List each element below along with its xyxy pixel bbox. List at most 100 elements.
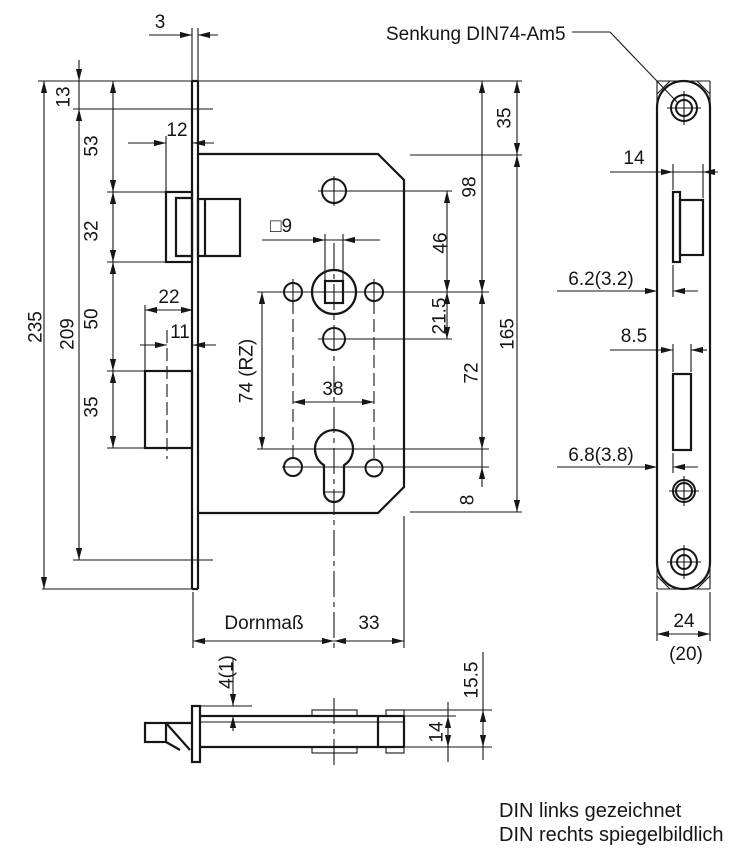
arrowhead	[645, 463, 657, 471]
arrowhead	[513, 155, 521, 167]
countersunk-screw-hole-bottom	[667, 545, 701, 579]
dimension-arrowheads	[40, 31, 715, 747]
dim-bolt-slot-offset: 6.8(3.8)	[568, 445, 633, 466]
arrowhead	[40, 81, 48, 93]
dimension-labels: 3 12 13 53 32 50 35 235 209 22 11 □9 38 …	[26, 12, 724, 846]
arrowhead	[109, 436, 117, 448]
dim-overall-thickness: 15.5	[462, 662, 483, 699]
dim-bolt-height: 35	[82, 396, 103, 417]
dim-cylinder-to-case-edge: 33	[358, 613, 379, 634]
dim-backset-label: Dornmaß	[224, 613, 303, 634]
dim-top-to-latch: 53	[82, 135, 103, 156]
front-view-lock-case	[143, 79, 406, 591]
dim-bolt-width: 22	[158, 287, 179, 308]
dim-latch-offset: 6.2(3.2)	[568, 269, 633, 290]
arrowhead	[343, 236, 355, 244]
dim-bolt-pin-offset: 11	[170, 322, 190, 343]
arrowhead	[258, 437, 266, 449]
dim-follower-to-cylinder: 72	[462, 362, 483, 383]
dim-faceplate-width-alt: (20)	[669, 644, 703, 665]
dim-top-to-screw: 13	[54, 86, 75, 107]
arrowhead	[145, 306, 157, 314]
dim-cylinder-to-side-holes: 8	[458, 495, 479, 506]
arrowhead	[322, 637, 334, 645]
arrowhead	[673, 287, 685, 295]
arrowhead	[193, 139, 205, 147]
arrowhead	[645, 287, 657, 295]
arrowhead	[478, 292, 486, 304]
dim-faceplate-to-case: 4(1)	[217, 655, 238, 689]
arrowhead	[40, 577, 48, 589]
arrowhead	[703, 168, 715, 176]
arrowhead	[513, 143, 521, 155]
arrowhead	[75, 548, 83, 560]
arrowhead	[109, 359, 117, 371]
arrowhead	[155, 341, 167, 349]
arrowhead	[181, 306, 193, 314]
arrowhead	[444, 735, 452, 747]
arrowhead	[478, 280, 486, 292]
arrowhead	[109, 192, 117, 204]
arrowhead	[229, 716, 237, 728]
dim-bolt-slot-width: 8.5	[621, 326, 647, 347]
dim-top-to-follower: 98	[460, 176, 481, 197]
arrowhead	[478, 437, 486, 449]
arrowhead	[657, 630, 669, 638]
dim-distance-rz: 74 (RZ)	[237, 339, 258, 403]
side-view-faceplate	[655, 79, 712, 591]
dim-faceplate-length: 235	[26, 311, 47, 343]
arrowhead	[479, 735, 487, 747]
arrowhead	[661, 168, 673, 176]
arrowhead	[443, 292, 451, 304]
dim-latch-protrusion: 12	[166, 120, 187, 141]
arrowhead	[513, 500, 521, 512]
arrowhead	[443, 280, 451, 292]
arrowhead	[478, 81, 486, 93]
arrowhead	[229, 694, 237, 706]
cylinder-screw-hole	[669, 476, 699, 506]
arrowhead	[258, 292, 266, 304]
arrowhead	[362, 398, 374, 406]
dim-case-height: 165	[498, 318, 519, 350]
dim-faceplate-width: 24	[673, 611, 695, 632]
arrowhead	[698, 630, 710, 638]
arrowhead	[180, 31, 192, 39]
arrowhead	[334, 637, 346, 645]
arrowhead	[443, 191, 451, 203]
dim-follower-to-lower-hole: 21.5	[430, 298, 451, 335]
arrowhead	[109, 371, 117, 383]
arrowhead	[193, 341, 205, 349]
dim-follower-square: □9	[270, 216, 292, 237]
countersunk-screw-hole-top	[667, 91, 701, 125]
centerlines	[166, 243, 375, 768]
dim-faceplate-thickness: 3	[155, 12, 166, 33]
dim-latch-to-bolt: 50	[82, 308, 103, 329]
note-din-links: DIN links gezeichnet	[499, 800, 682, 822]
arrowhead	[661, 346, 673, 354]
arrowhead	[673, 463, 685, 471]
arrowhead	[109, 180, 117, 192]
arrowhead	[479, 710, 487, 722]
arrowhead	[293, 398, 305, 406]
arrowhead	[198, 31, 210, 39]
dim-hole-spacing: 38	[322, 379, 343, 400]
dim-screw-spacing: 209	[58, 318, 79, 350]
arrowhead	[75, 109, 83, 121]
dim-latch-height: 32	[82, 220, 103, 241]
dim-follower-to-top-hole: 46	[431, 232, 452, 253]
dimension-lines	[38, 28, 718, 762]
arrowhead	[109, 81, 117, 93]
arrowhead	[691, 346, 703, 354]
dim-top-to-case: 35	[495, 107, 516, 128]
arrowhead	[193, 637, 205, 645]
arrowhead	[478, 467, 486, 479]
note-senkung: Senkung DIN74-Am5	[386, 24, 566, 45]
note-din-rechts: DIN rechts spiegelbildlich	[499, 824, 724, 846]
arrowhead	[75, 69, 83, 81]
arrowhead	[109, 250, 117, 262]
arrowhead	[444, 716, 452, 728]
dim-latch-width: 14	[623, 148, 645, 169]
